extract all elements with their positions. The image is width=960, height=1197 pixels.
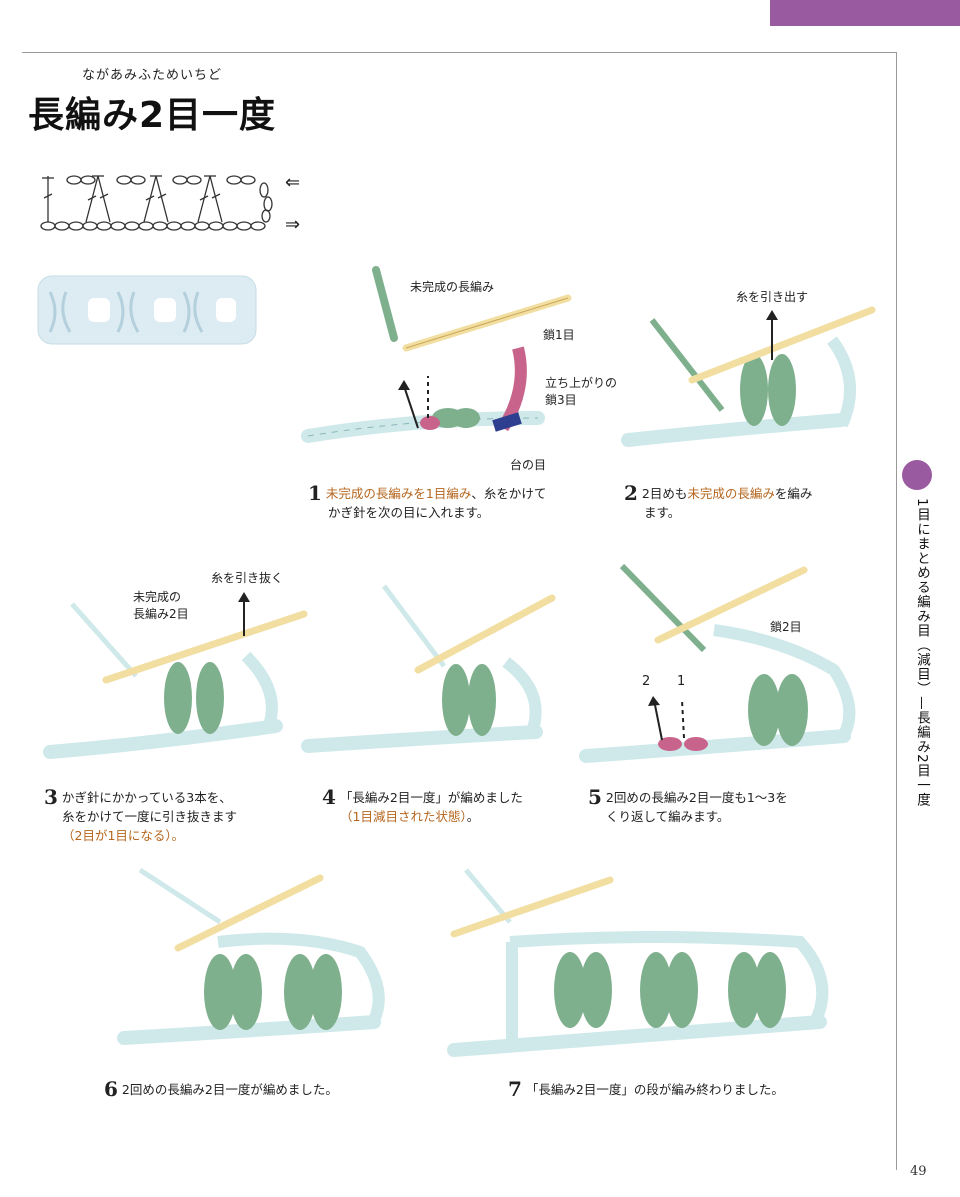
label-chain-1: 鎖1目 xyxy=(543,328,575,342)
side-rule xyxy=(896,52,897,1170)
step-text: かぎ針にかかっている3本を、 xyxy=(61,790,232,805)
label-step-number-2: 2 xyxy=(642,674,651,689)
label-unfinished-dc: 未完成の長編み xyxy=(410,280,495,294)
step-highlight: 未完成の長編み xyxy=(687,486,775,501)
step2-illustration xyxy=(621,306,876,447)
header-rule xyxy=(22,52,897,53)
step7-illustration xyxy=(447,868,829,1057)
step-4-caption: 4「長編み2目一度」が編めました （1目減目された状態）。 xyxy=(322,785,562,826)
page-number: 49 xyxy=(910,1164,927,1179)
step-text: 「長編み2目一度」の段が編み終わりました。 xyxy=(525,1082,784,1097)
label-turning-chain: 立ち上がりの xyxy=(545,376,618,390)
step-text-line2: くり返して編みます。 xyxy=(606,809,730,824)
step3-illustration xyxy=(43,592,308,759)
step-text-line2: かぎ針を次の目に入れます。 xyxy=(328,505,490,520)
step-number: 2 xyxy=(624,481,638,505)
label-unfinished-2dc: 長編み2目 xyxy=(133,607,189,621)
label-pull-off: 糸を引き抜く xyxy=(211,571,284,585)
swatch-photo xyxy=(37,275,257,345)
page-title: 長編み2目一度 xyxy=(28,95,277,136)
step-7-caption: 7「長編み2目一度」の段が編み終わりました。 xyxy=(508,1077,848,1101)
step-highlight: （1目減目された状態） xyxy=(340,809,467,824)
step-text-pre: 2目めも xyxy=(641,486,688,501)
step-text: 「長編み2目一度」が編めました xyxy=(339,790,523,805)
row-arrow-right: ⇒ xyxy=(285,214,301,235)
step-number: 5 xyxy=(588,785,602,809)
step-number: 7 xyxy=(508,1077,522,1101)
chapter-dot xyxy=(902,460,932,490)
label-base-stitch: 台の目 xyxy=(510,458,547,472)
step-number: 1 xyxy=(308,481,322,505)
step6-illustration xyxy=(117,867,385,1045)
label-turning-chain-3: 鎖3目 xyxy=(545,393,577,407)
step-text: 2回めの長編み2目一度が編めました。 xyxy=(121,1082,338,1097)
step-text: 2回めの長編み2目一度も1〜3を xyxy=(605,790,788,805)
step-highlight: 未完成の長編みを1目編み xyxy=(325,486,472,501)
row-arrow-left: ⇐ xyxy=(285,172,301,193)
step4-illustration xyxy=(301,584,556,753)
step-text-line2: 糸をかけて一度に引き抜きます xyxy=(62,809,238,824)
step-text-line2: 。 xyxy=(466,809,480,824)
step-number: 6 xyxy=(104,1077,118,1101)
step-number: 4 xyxy=(322,785,336,809)
step-number: 3 xyxy=(44,785,58,809)
step-text: を編み xyxy=(774,486,813,501)
step-text: 、糸をかけて xyxy=(471,486,547,501)
step-highlight: （2目が1目になる）。 xyxy=(62,828,185,843)
label-step-number-1: 1 xyxy=(677,674,686,689)
title-furigana: ながあみふためいちど xyxy=(82,68,223,83)
chapter-title: 1目にまとめる編み目（減目）—長編み2目一度 xyxy=(914,498,930,808)
stitch-chart xyxy=(40,175,273,231)
step-text-line2: ます。 xyxy=(644,505,681,520)
label-pull-through: 糸を引き出す xyxy=(736,290,809,304)
label-chain-2: 鎖2目 xyxy=(770,620,802,634)
top-color-band xyxy=(770,0,960,26)
label-unfinished: 未完成の xyxy=(133,590,182,604)
step5-illustration xyxy=(579,563,856,763)
step1-illustration xyxy=(301,266,572,443)
